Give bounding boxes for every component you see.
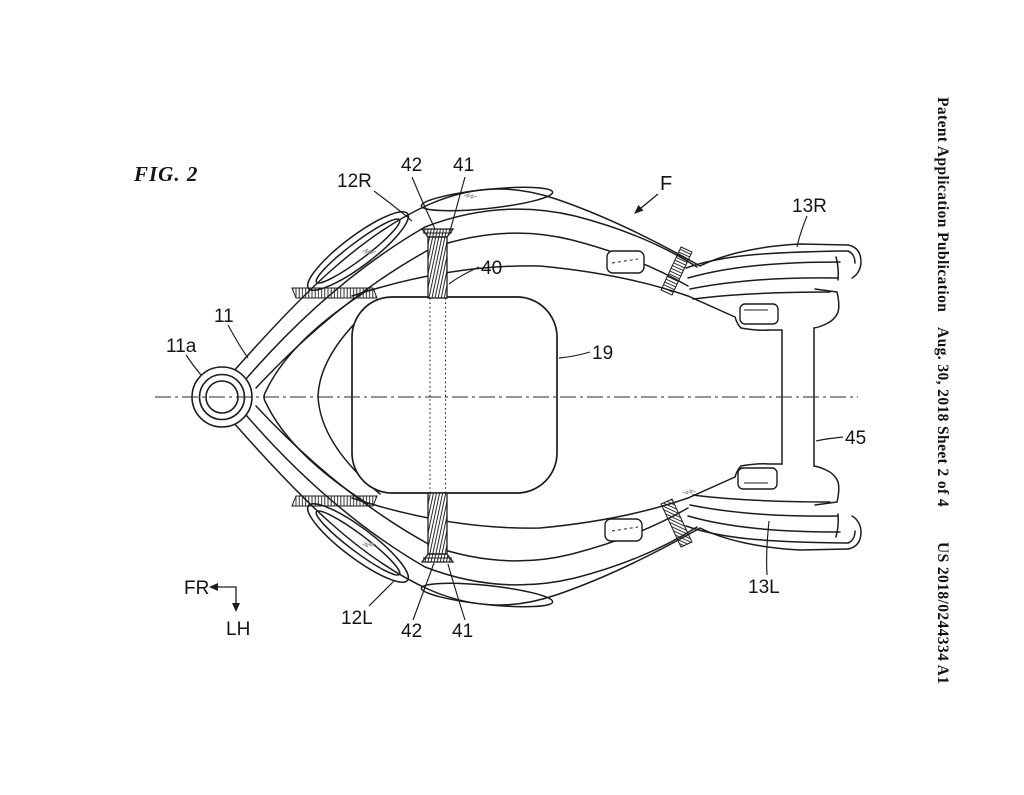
ref-label-12L: 12L xyxy=(341,608,373,629)
force-label: F xyxy=(660,173,672,195)
arm-12L-contour-1 xyxy=(245,414,698,586)
fork-13L-line-3 xyxy=(689,504,839,517)
fork-13L-line-1 xyxy=(685,525,849,544)
ref-label-12R: 12R xyxy=(337,171,372,192)
arm-12R-contour-1 xyxy=(245,208,698,380)
arm-12R-outer-edge xyxy=(232,188,849,373)
ref-label-19: 19 xyxy=(592,343,613,364)
arm-12L-outer-edge xyxy=(232,421,849,606)
tab-fork-13R xyxy=(739,303,779,325)
direction-label-FR: FR xyxy=(184,578,209,599)
leader-lines xyxy=(185,176,844,621)
fork-13R-tip xyxy=(835,244,862,281)
cross-member-40-upper xyxy=(427,236,448,299)
ref-label-45: 45 xyxy=(845,428,866,449)
weld-band-13L xyxy=(660,498,693,548)
force-arrow xyxy=(634,193,659,214)
ref-label-11a: 11a xyxy=(166,336,197,357)
leader-41-bottom xyxy=(447,563,466,621)
leader-41-top xyxy=(449,176,466,232)
direction-label-LH: LH xyxy=(226,619,250,640)
leader-12R xyxy=(373,190,413,222)
ref-label-11: 11 xyxy=(214,306,234,327)
arm-12R-slot-inboard xyxy=(306,211,410,291)
orientation-axes xyxy=(209,583,240,612)
fork-13R-underside xyxy=(734,316,783,331)
cross-member-40-lower xyxy=(427,492,448,555)
ref-label-40: 40 xyxy=(481,258,502,279)
fork-13L-underside xyxy=(734,463,783,478)
tab-arm-12R xyxy=(606,250,645,274)
force-arrowhead xyxy=(634,205,644,214)
tab-arm-12L xyxy=(604,518,643,542)
arm-12L-slot-inboard xyxy=(306,503,410,583)
leader-11a xyxy=(185,354,202,376)
leader-42-bottom xyxy=(412,562,435,621)
swingarm-body xyxy=(232,186,862,608)
fr-arrowhead xyxy=(209,583,218,591)
box-19 xyxy=(351,296,558,494)
figure-title: FIG. 2 xyxy=(133,162,198,186)
fork-13L-line-4 xyxy=(692,494,831,503)
fork-13R-line-2 xyxy=(687,261,841,279)
ref-label-42-bottom: 42 xyxy=(401,621,422,642)
leader-42-top xyxy=(411,176,436,230)
ref-label-41-bottom: 41 xyxy=(452,621,473,642)
weld-band-13R xyxy=(660,246,693,296)
weld-bands xyxy=(291,246,693,548)
ref-label-42-top: 42 xyxy=(401,155,422,176)
tab-fork-13L xyxy=(737,467,778,490)
cross-member-40-hidden-lines xyxy=(429,298,447,493)
texture-marks xyxy=(361,193,697,548)
arm-12L-slot-bottom xyxy=(420,582,554,608)
leader-45 xyxy=(815,436,844,442)
ref-label-13R: 13R xyxy=(792,196,827,217)
leader-13L xyxy=(766,520,770,576)
lh-arrowhead xyxy=(232,603,240,612)
tab-12L-hidden-line xyxy=(611,526,639,532)
leader-19 xyxy=(558,351,591,359)
fork-13R-shoulder xyxy=(813,288,840,329)
leader-40 xyxy=(448,266,480,285)
ref-label-41-top: 41 xyxy=(453,155,474,176)
weld-band-12R xyxy=(291,287,378,299)
fork-13L-shoulder xyxy=(813,465,840,506)
leader-11 xyxy=(227,324,249,359)
mount-tabs xyxy=(604,250,779,542)
tab-12R-hidden-line xyxy=(611,258,639,264)
fork-13R-line-3 xyxy=(689,277,839,290)
weld-band-12L xyxy=(291,495,378,507)
arm-12R-slot-top xyxy=(420,186,554,212)
fork-13L-tip xyxy=(835,513,862,550)
ref-label-13L: 13L xyxy=(748,577,780,598)
fork-13L-line-2 xyxy=(687,515,841,533)
clevis-inner-curve xyxy=(317,299,381,495)
fork-13R-line-1 xyxy=(685,250,849,269)
leader-13R xyxy=(796,215,808,248)
leader-12L xyxy=(368,580,395,607)
fork-13R-line-4 xyxy=(692,291,831,300)
cross-member-40 xyxy=(420,228,455,563)
